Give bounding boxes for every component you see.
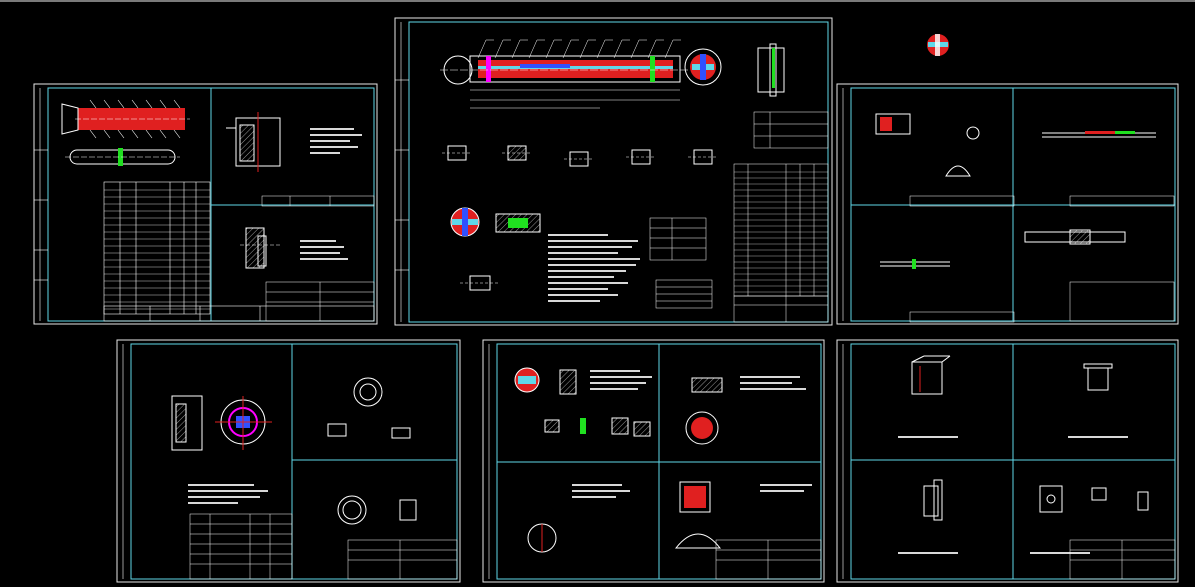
sheet-left-top-detail-a (226, 112, 281, 172)
key-section-view (495, 213, 541, 233)
square-block-view (1039, 485, 1149, 513)
gear-parameter-table (649, 217, 707, 261)
note-line (548, 252, 618, 254)
note-line (760, 490, 804, 492)
note-line (548, 294, 618, 296)
leader-line (596, 39, 606, 59)
leader-line (562, 39, 572, 59)
leader-line (647, 39, 657, 59)
title-block (909, 195, 1015, 207)
note-line (590, 388, 638, 390)
sheet-left-top-title-block (103, 305, 375, 322)
note-line (590, 382, 646, 384)
sheet-right-top-detail-3 (880, 259, 950, 269)
note-line (548, 300, 600, 302)
note-line (572, 484, 622, 486)
note-line (548, 234, 608, 236)
housing-detail (527, 481, 722, 553)
flange-detail (757, 43, 785, 97)
sheet-left-top-title-block-b (265, 281, 375, 322)
note-line (548, 288, 608, 290)
sheet-right-bottom-title-block (1069, 539, 1176, 580)
leader-line (511, 39, 521, 59)
sheet-left-bottom-ring-b (337, 495, 417, 525)
floating-part-thumbnail[interactable] (927, 34, 949, 56)
title-block (1069, 195, 1175, 207)
note-line (548, 240, 638, 242)
sheet-right-top-detail-4 (1024, 229, 1126, 245)
leader-line (664, 39, 674, 59)
bearing-ring-view (685, 377, 723, 445)
leader-line (494, 39, 504, 59)
main-shaft-assembly (440, 55, 690, 109)
section-views-row (442, 145, 718, 167)
sheet-left-top-notes-a (310, 128, 362, 154)
sheet-left-bottom-notes (188, 484, 268, 504)
sheet-center-bottom-notes (572, 370, 812, 498)
viewport-top-edge (0, 0, 1195, 2)
threaded-shaft-section (61, 99, 190, 139)
sheet-right-bottom[interactable] (836, 339, 1179, 583)
note-line (548, 276, 614, 278)
note-line (572, 490, 630, 492)
note-line (740, 382, 792, 384)
sheet-left-bottom-title-block (347, 539, 458, 580)
sheet-right-top-detail-1 (875, 113, 980, 177)
note-line (740, 376, 800, 378)
title-block (1069, 281, 1175, 322)
note-line (548, 264, 636, 266)
sheet-center-bottom-title-block (715, 539, 822, 580)
title-block (909, 311, 1015, 323)
technical-requirements-notes (548, 234, 640, 302)
leader-line (630, 39, 640, 59)
angle-bracket-view (923, 479, 943, 521)
note-line (740, 388, 806, 390)
bill-of-materials-table (733, 163, 829, 297)
round-section-view (450, 207, 480, 237)
sheet-left-top-detail-b (240, 227, 280, 269)
sheet-left-top[interactable] (33, 83, 378, 325)
sheet-left-bottom-parts-table (189, 513, 293, 580)
flange-assembly-view (171, 395, 272, 451)
note-line (590, 376, 652, 378)
upper-parts-table (753, 111, 829, 149)
note-line (760, 484, 812, 486)
sheet-right-top[interactable] (836, 83, 1179, 325)
note-line (572, 496, 616, 498)
note-line (590, 370, 640, 372)
wedge-block-view (911, 355, 951, 395)
small-legend-table (655, 279, 713, 309)
sheet-center-assembly[interactable] (394, 17, 833, 326)
small-bracket-view (460, 275, 500, 291)
sheet-center-margin-strip (395, 22, 409, 322)
shaft-side-view (65, 148, 180, 166)
sheet-left-bottom[interactable] (116, 339, 461, 583)
parts-list-table (103, 181, 211, 315)
leader-line (477, 39, 487, 59)
sheet-left-bottom-ring-a (327, 377, 411, 439)
leader-line (613, 39, 623, 59)
leader-line (579, 39, 589, 59)
sheet-right-bottom-captions (898, 436, 1128, 554)
sheet-center-title-block (733, 295, 829, 323)
sheet-right-top-detail-2 (1042, 131, 1156, 138)
sheet-left-top-title-block-a (261, 195, 375, 207)
gear-hub-detail (514, 367, 651, 437)
shaft-end-view (684, 48, 722, 86)
sheet-left-top-margin-strip (34, 88, 48, 321)
sheet-center-bottom[interactable] (482, 339, 825, 583)
note-line (548, 258, 640, 260)
note-line (548, 282, 628, 284)
note-line (548, 270, 626, 272)
note-line (548, 246, 632, 248)
plate-block-view (1083, 363, 1113, 391)
leader-line (545, 39, 555, 59)
leader-line (528, 39, 538, 59)
sheet-left-top-notes-b (300, 240, 348, 260)
